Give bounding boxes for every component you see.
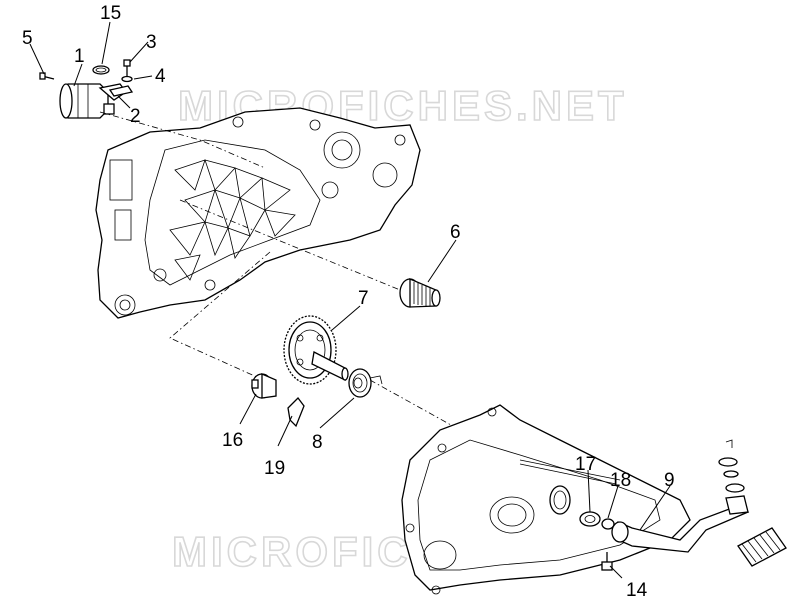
washer-4 [121,75,133,83]
callout-16: 16 [222,430,243,451]
axis-starter [99,111,266,169]
callout-14: 14 [626,580,648,600]
callout-4: 4 [155,66,166,87]
callout-19: 19 [264,458,285,479]
bracket-2 [108,85,134,97]
bushing-18 [601,518,615,530]
callout-3: 3 [146,32,157,53]
grip-spring [737,527,787,567]
callout-15: 15 [100,3,121,24]
spring-8 [348,368,383,398]
side-cover [401,404,691,595]
callout-5: 5 [22,28,33,49]
callout-17: 17 [575,454,596,475]
kickstart-lever-9 [611,439,750,553]
axis-pinion [169,251,271,383]
gear-shaft-6 [399,278,441,308]
callout-7: 7 [358,288,369,309]
callout-9: 9 [664,470,675,491]
crankcase-housing [95,107,421,319]
screw-14 [601,552,613,571]
kickstart-gear-7 [283,315,349,385]
seal-17 [579,511,601,527]
starter-motor [59,83,127,119]
bolt-5 [39,72,55,80]
callout-18: 18 [610,470,631,491]
axis-spring [369,379,461,431]
screw-3 [123,59,131,78]
callout-1: 1 [74,46,85,67]
callout-2: 2 [130,106,141,127]
callout-8: 8 [312,432,323,453]
callout-6: 6 [450,222,461,243]
oring-15 [92,65,110,75]
leader-lines [29,21,671,579]
clip-19 [287,397,305,428]
pinion-16 [251,373,277,399]
axis-shaft [179,199,406,293]
